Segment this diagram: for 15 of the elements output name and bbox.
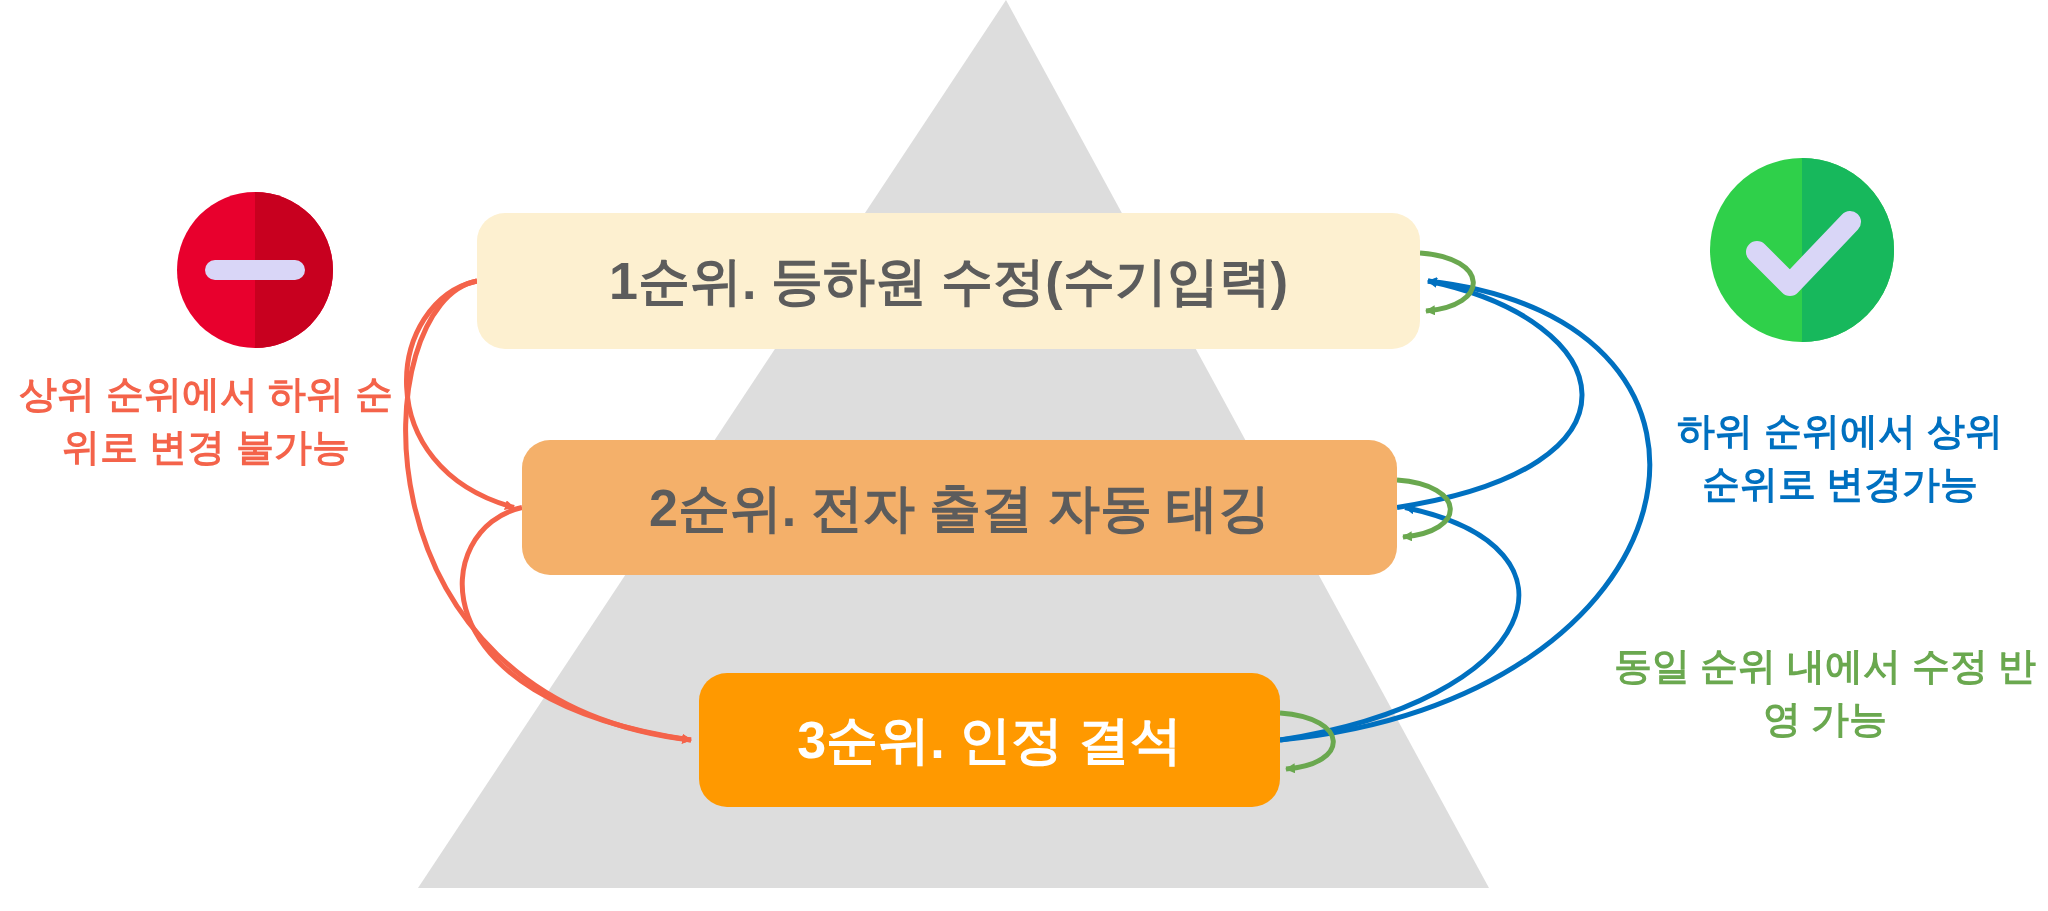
rank-title: 1순위. 등하원 수정(수기입력) xyxy=(609,251,1288,312)
note-text: 동일 순위 내에서 수정 반영 가능 xyxy=(1612,644,2038,743)
arrow xyxy=(460,505,692,744)
rank-box xyxy=(477,213,1420,349)
arrow xyxy=(1396,278,1585,510)
arrow xyxy=(1396,477,1453,541)
rank-title: 2순위. 전자 출결 자동 태깅 xyxy=(648,477,1271,539)
arrow xyxy=(1279,505,1521,743)
note-text: 상위 순위에서 하위 순위로 변경 불가능 xyxy=(18,372,394,471)
rank-box xyxy=(699,673,1280,807)
rank-box xyxy=(522,440,1397,575)
rank-title: 3순위. 인정 결석 xyxy=(797,710,1182,771)
arrow xyxy=(1279,710,1336,773)
note-text: 하위 순위에서 상위 순위로 변경가능 xyxy=(1676,409,2004,508)
arrow xyxy=(1419,250,1476,315)
